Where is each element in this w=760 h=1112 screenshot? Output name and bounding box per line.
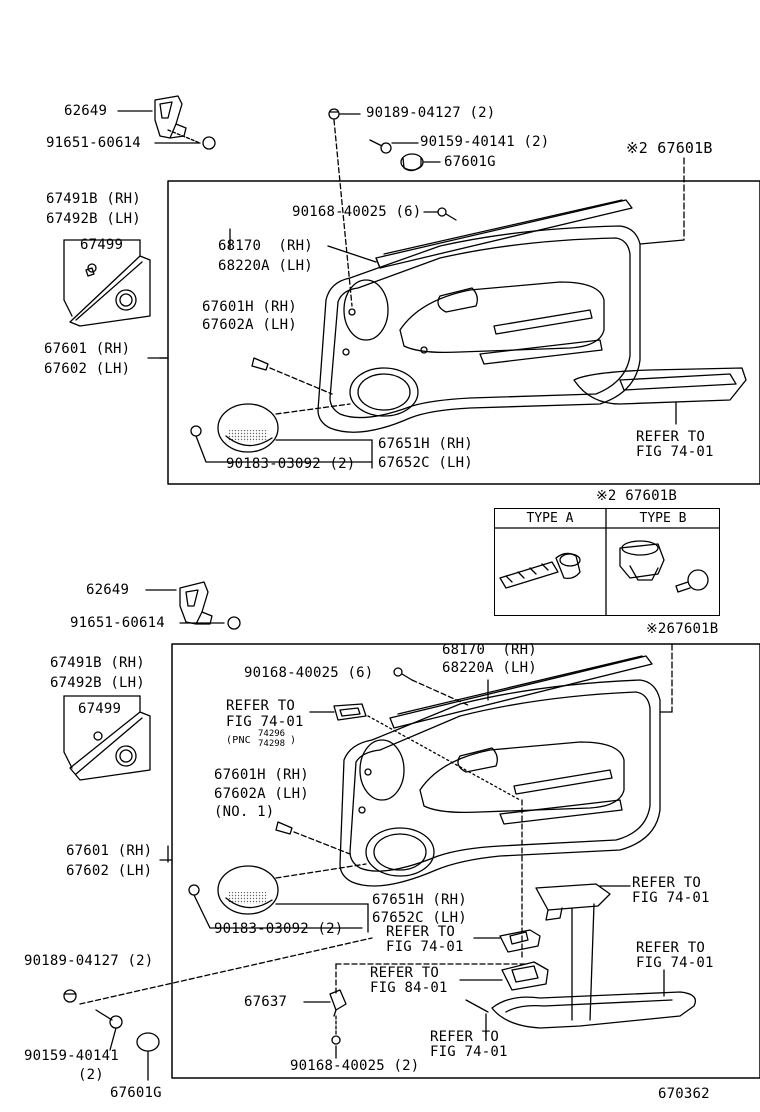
switch-74-01: [499, 929, 541, 953]
type-table: [494, 508, 720, 616]
diagram-id: 670362: [658, 1086, 710, 1102]
label-90168b-lower: 90168-40025 (2): [290, 1058, 420, 1074]
label-no1-lower: (NO. 1): [214, 804, 275, 820]
refer-lower-f2: FIG 74-01: [430, 1044, 508, 1060]
refer-lower-f1: REFER TO: [430, 1029, 500, 1045]
label-67601b-lower: ※267601B: [646, 621, 719, 637]
label-90159-qty-lower: (2): [78, 1067, 104, 1083]
label-91651-upper: 91651-60614: [46, 135, 141, 151]
pnc-open: (PNC: [226, 735, 251, 746]
refer-lower-b1: REFER TO: [386, 924, 456, 940]
refer-lower-e1: REFER TO: [636, 940, 706, 956]
refer-lower-d2: FIG 74-01: [632, 890, 710, 906]
label-67492b-upper: 67492B (LH): [46, 211, 141, 227]
label-67601g-lower: 67601G: [110, 1085, 162, 1101]
screw-90159-lower: [95, 1009, 123, 1029]
pull-handle-assembly: [491, 883, 697, 1029]
label-90183-lower: 90183-03092 (2): [214, 921, 344, 937]
screw-90189-lower: [63, 989, 77, 1003]
label-90168a-lower: 90168-40025 (6): [244, 665, 374, 681]
screw-top-upper: [328, 108, 340, 120]
refer-lower-e2: FIG 74-01: [636, 955, 714, 971]
label-90189-lower: 90189-04127 (2): [24, 953, 154, 969]
label-68170-lower: 68170 (RH): [442, 642, 537, 658]
bracket-62649-lower: [179, 581, 213, 625]
latch-67637: [329, 989, 347, 1017]
type-b-header: TYPE B: [639, 511, 687, 526]
pnc-74296: 74296: [258, 729, 286, 739]
label-67652c-lower: 67652C (LH): [372, 910, 467, 926]
type-a-clip: [499, 552, 581, 589]
refer-lower-a1: REFER TO: [226, 698, 296, 714]
label-67499-lower: 67499: [78, 701, 122, 717]
label-67601h-lower: 67601H (RH): [214, 767, 309, 783]
tweeter-cover-lower: [69, 711, 151, 781]
label-67602a-lower: 67602A (LH): [214, 786, 309, 802]
label-90168-upper: 90168-40025 (6): [292, 204, 422, 220]
label-67492b-lower: 67492B (LH): [50, 675, 145, 691]
speaker-grille-lower: [217, 865, 279, 915]
label-67637: 67637: [244, 994, 288, 1010]
label-67491b-upper: 67491B (RH): [46, 191, 141, 207]
pnc-74298: 74298: [258, 739, 286, 749]
label-67652c-upper: 67652C (LH): [378, 455, 473, 471]
label-67601-lower: 67601 (RH): [66, 843, 153, 859]
label-62649-upper: 62649: [64, 103, 108, 119]
speaker-grille-upper: [217, 403, 279, 453]
label-91651-lower: 91651-60614: [70, 615, 165, 631]
label-67651h-lower: 67651H (RH): [372, 892, 467, 908]
door-trim-panel-upper: [317, 199, 641, 433]
switch-bezel-lower: [333, 703, 367, 721]
switch-84-01: [501, 961, 549, 991]
type-a-header: TYPE A: [526, 511, 574, 526]
label-67602a-upper: 67602A (LH): [202, 317, 297, 333]
label-67491b-lower: 67491B (RH): [50, 655, 145, 671]
label-67601g-upper: 67601G: [444, 154, 496, 170]
label-90159-lower: 90159-40141: [24, 1048, 119, 1064]
label-67602-lower: 67602 (LH): [66, 863, 153, 879]
refer-lower-d1: REFER TO: [632, 875, 702, 891]
label-90159-upper: 90159-40141 (2): [420, 134, 550, 150]
label-67601-upper: 67601 (RH): [44, 341, 131, 357]
refer-upper-2: FIG 74-01: [636, 444, 714, 460]
label-62649-lower: 62649: [86, 582, 130, 598]
door-trim-panel-lower: [339, 655, 661, 887]
refer-lower-a2: FIG 74-01: [226, 714, 304, 730]
refer-lower-b2: FIG 74-01: [386, 939, 464, 955]
refer-upper-1: REFER TO: [636, 429, 706, 445]
refer-lower-c1: REFER TO: [370, 965, 440, 981]
label-68170-upper: 68170 (RH): [218, 238, 313, 254]
refer-lower-c2: FIG 84-01: [370, 980, 448, 996]
label-90189-upper: 90189-04127 (2): [366, 105, 496, 121]
label-90183-upper: 90183-03092 (2): [226, 456, 356, 472]
type-table-title: ※2 67601B: [596, 488, 677, 504]
label-67499-upper: 67499: [80, 237, 124, 253]
armrest-upper: [573, 367, 747, 405]
tweeter-cover-upper: [69, 255, 151, 327]
screw-90159-upper: [369, 139, 392, 154]
label-67651h-upper: 67651H (RH): [378, 436, 473, 452]
label-68220a-upper: 68220A (LH): [218, 258, 313, 274]
label-68220a-lower: 68220A (LH): [442, 660, 537, 676]
type-b-clip: [619, 540, 709, 593]
pnc-close: ): [290, 735, 297, 746]
label-67601b-upper: ※2 67601B: [626, 139, 713, 157]
bracket-62649-upper: [154, 95, 187, 139]
label-67602-upper: 67602 (LH): [44, 361, 131, 377]
label-67601h-upper: 67601H (RH): [202, 299, 297, 315]
